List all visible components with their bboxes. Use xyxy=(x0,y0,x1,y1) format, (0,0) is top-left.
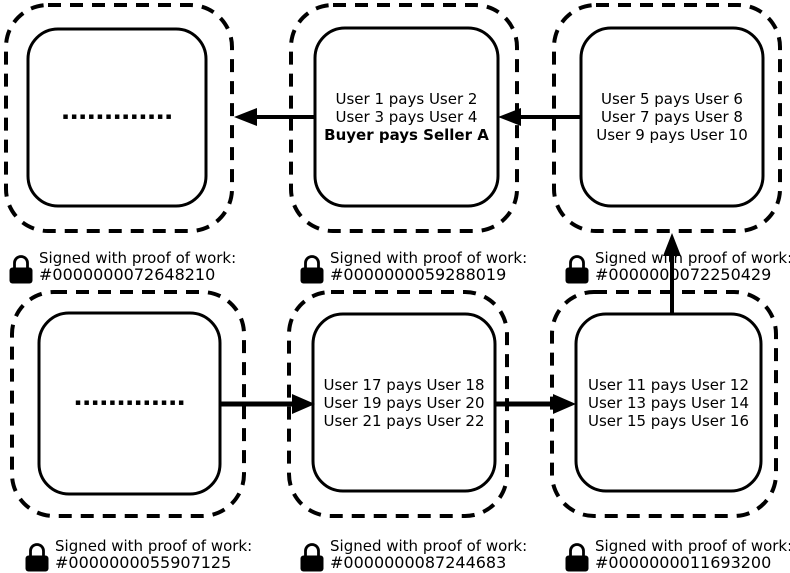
block-hash: #0000000059288019 xyxy=(330,265,507,284)
block-bottom-left-outline xyxy=(10,290,246,518)
ellipsis-dots: ▪▪▪▪▪▪▪▪▪▪▪▪▪ xyxy=(74,398,187,408)
transactions-bottom-middle: User 17 pays User 18 User 19 pays User 2… xyxy=(313,314,495,491)
arrow-top-right-to-middle xyxy=(498,108,581,126)
transaction-line: User 9 pays User 10 xyxy=(596,126,748,144)
transaction-line: User 7 pays User 8 xyxy=(601,108,743,126)
transaction-line: User 3 pays User 4 xyxy=(335,108,478,126)
proof-label: Signed with proof of work: xyxy=(595,537,790,555)
pow-note-bottom-right: Signed with proof of work: #000000001169… xyxy=(564,538,790,572)
transaction-line: User 15 pays User 16 xyxy=(587,411,750,430)
block-hash: #0000000011693200 xyxy=(595,553,772,572)
transaction-line: User 17 pays User 18 xyxy=(323,375,485,394)
padlock-icon xyxy=(300,255,324,284)
block-hash: #0000000087244683 xyxy=(330,553,507,572)
transaction-line-buyer-seller: Buyer pays Seller A xyxy=(324,126,489,144)
proof-label: Signed with proof of work: xyxy=(595,249,790,267)
transaction-line: User 19 pays User 20 xyxy=(323,393,485,412)
block-hash: #0000000072250429 xyxy=(595,265,772,284)
proof-label: Signed with proof of work: xyxy=(330,249,528,267)
padlock-icon xyxy=(300,543,324,572)
transaction-line: User 5 pays User 6 xyxy=(601,90,743,108)
padlock-icon xyxy=(25,543,49,572)
pow-note-top-left: Signed with proof of work: #000000007264… xyxy=(8,250,236,284)
txbox-top-left xyxy=(26,27,208,208)
padlock-icon xyxy=(565,543,589,572)
pow-note-top-middle: Signed with proof of work: #000000005928… xyxy=(299,250,527,284)
ellipsis-dots: ▪▪▪▪▪▪▪▪▪▪▪▪▪ xyxy=(62,112,175,122)
proof-label: Signed with proof of work: xyxy=(55,537,253,555)
pow-note-bottom-left: Signed with proof of work: #000000005590… xyxy=(24,538,252,572)
block-hash: #0000000072648210 xyxy=(39,265,216,284)
proof-label: Signed with proof of work: xyxy=(39,249,237,267)
transactions-top-right: User 5 pays User 6 User 7 pays User 8 Us… xyxy=(581,28,763,206)
pow-note-top-right: Signed with proof of work: #000000007225… xyxy=(564,250,790,284)
transaction-line: User 1 pays User 2 xyxy=(335,90,478,108)
transaction-line: User 21 pays User 22 xyxy=(323,411,485,430)
padlock-icon xyxy=(565,255,589,284)
padlock-icon xyxy=(9,255,33,284)
block-hash: #0000000055907125 xyxy=(55,553,232,572)
transactions-bottom-right: User 11 pays User 12 User 13 pays User 1… xyxy=(576,314,761,491)
block-top-left-outline xyxy=(4,3,234,233)
transaction-line: User 11 pays User 12 xyxy=(587,375,750,394)
arrow-bottom-right-to-top-right xyxy=(663,233,681,314)
transaction-line: User 13 pays User 14 xyxy=(587,393,750,412)
txbox-bottom-right xyxy=(574,312,763,493)
arrow-bottom-middle-to-right xyxy=(495,394,576,414)
proof-label: Signed with proof of work: xyxy=(330,537,528,555)
arrow-bottom-left-to-middle xyxy=(220,394,315,414)
transactions-top-middle: User 1 pays User 2 User 3 pays User 4 Bu… xyxy=(315,28,498,206)
arrow-top-middle-to-left xyxy=(234,108,315,126)
pow-note-bottom-middle: Signed with proof of work: #000000008724… xyxy=(299,538,527,572)
